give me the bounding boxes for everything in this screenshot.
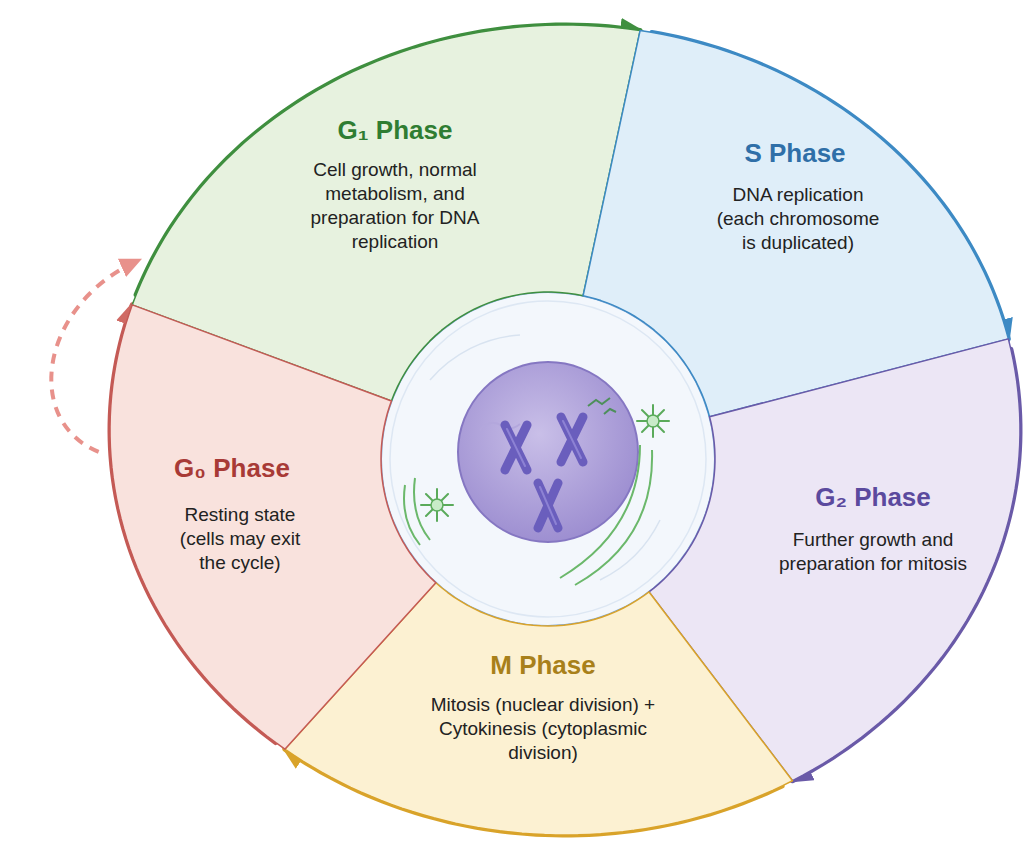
- phase-description: Further growth and preparation for mitos…: [779, 528, 967, 576]
- centrosome: [421, 405, 669, 521]
- phase-description: Resting state (cells may exit the cycle): [164, 503, 316, 575]
- chromosome-highlight: [507, 421, 581, 524]
- chromatin-fragment: [588, 398, 616, 414]
- phase-description: Mitosis (nuclear division) + Cytokinesis…: [425, 693, 661, 765]
- wedge-fill: [110, 305, 436, 749]
- spindle-fiber: [404, 445, 652, 585]
- phase-title: S Phase: [675, 137, 915, 169]
- phase-title: G₀ Phase: [132, 452, 332, 484]
- phase-description: DNA replication (each chromosome is dupl…: [714, 183, 882, 255]
- chromatin: [480, 423, 520, 430]
- phase-wedge: G₀ PhaseResting state (cells may exit th…: [110, 304, 436, 750]
- chromosome: [505, 417, 583, 528]
- phase-title: M Phase: [423, 649, 663, 681]
- centrosome-core: [647, 415, 659, 427]
- phase-title: G₁ Phase: [265, 114, 525, 146]
- cell-inner-ring: [390, 301, 706, 617]
- wedge-outline: [110, 304, 436, 750]
- centrosome-core: [431, 499, 443, 511]
- cytoplasm-line: [600, 520, 660, 580]
- phase-description: Cell growth, normal metabolism, and prep…: [296, 158, 494, 254]
- nucleus: [458, 362, 638, 542]
- phase-title: G₂ Phase: [763, 481, 983, 513]
- cell-membrane: [381, 292, 715, 626]
